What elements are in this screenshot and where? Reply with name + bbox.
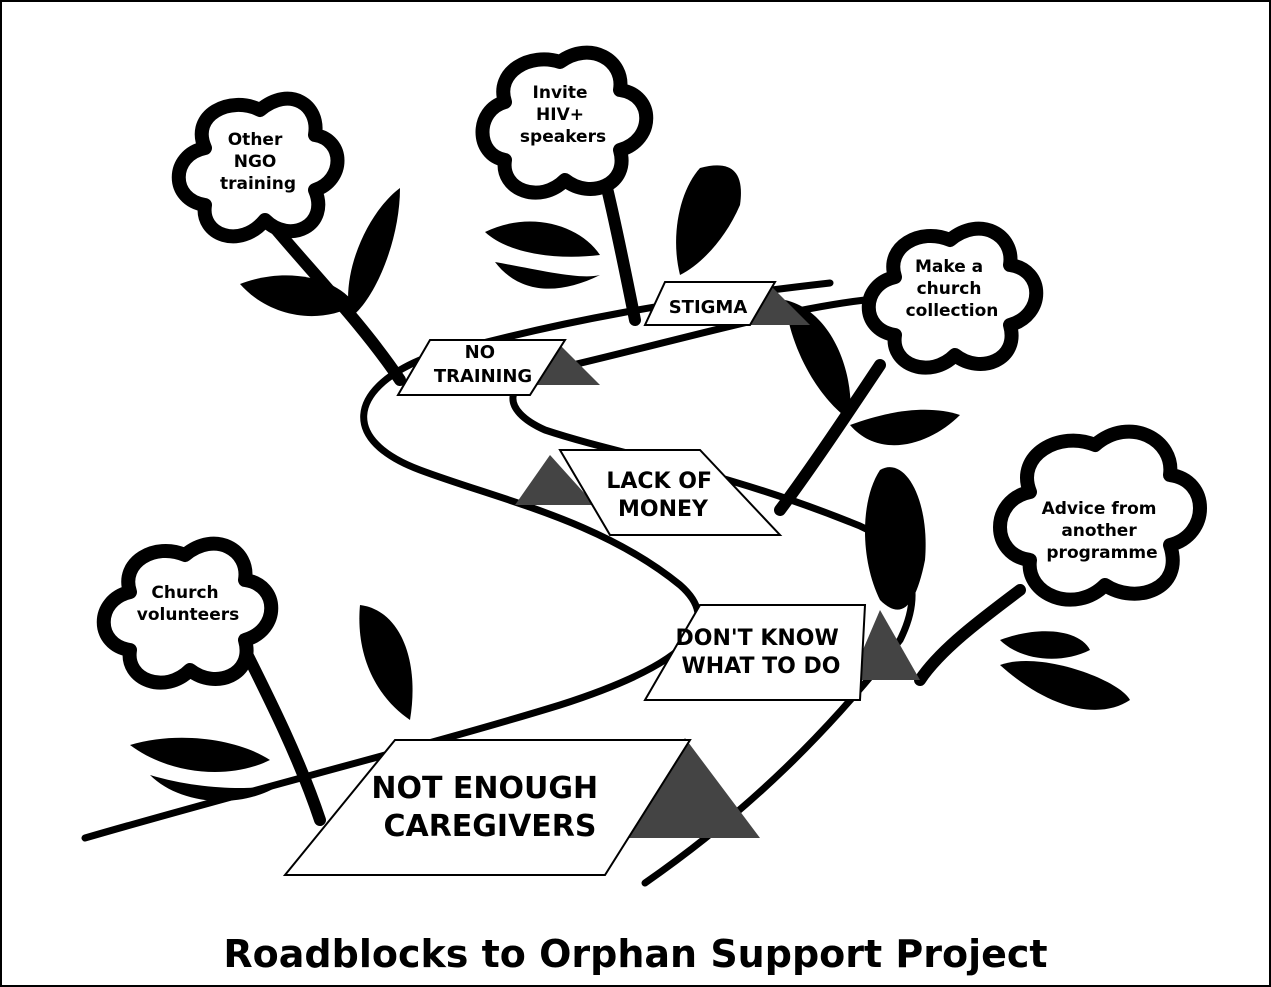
sign-shadow — [850, 610, 920, 680]
leaf — [850, 409, 960, 446]
flower-advice-programme — [993, 424, 1207, 607]
roadblock-labels: NO TRAINING STIGMA LACK OF MONEY DON'T K… — [371, 297, 847, 844]
leaves — [130, 165, 1130, 802]
diagram-title: Roadblocks to Orphan Support Project — [223, 932, 1048, 976]
solution-label-other-ngo: Other NGO training — [220, 130, 296, 194]
solution-label-advice-programme: Advice from another programme — [1042, 499, 1163, 563]
flower-other-ngo — [171, 91, 345, 244]
sign-plate — [282, 739, 692, 876]
leaf — [348, 188, 400, 318]
roadblock-label-lack-of-money: LACK OF MONEY — [606, 469, 719, 522]
leaf — [676, 165, 741, 275]
roadblock-label-not-enough-caregivers: NOT ENOUGH CAREGIVERS — [371, 771, 608, 844]
stem — [239, 644, 326, 826]
leaf — [785, 300, 851, 420]
stem — [774, 359, 886, 516]
flower-invite-hiv — [475, 45, 654, 200]
roadblocks-diagram: NO TRAINING STIGMA LACK OF MONEY DON'T K… — [81, 45, 1207, 887]
flowers — [96, 45, 1207, 690]
sign-shadow — [515, 455, 595, 505]
sign-plate — [558, 449, 783, 536]
leaf — [130, 737, 280, 802]
leaf — [485, 221, 600, 289]
sign-plate — [643, 604, 867, 701]
leaf — [865, 467, 926, 610]
leaf — [359, 605, 413, 720]
roadblock-label-dont-know: DON'T KNOW WHAT TO DO — [676, 626, 847, 679]
roadblock-label-stigma: STIGMA — [669, 297, 748, 318]
sign-plate — [643, 281, 777, 326]
stem — [914, 584, 1026, 686]
stem — [599, 174, 641, 326]
leaf — [1000, 631, 1090, 659]
solution-label-church-collection: Make a church collection — [906, 257, 999, 321]
sign-plate — [396, 339, 567, 396]
sign-shadow — [740, 285, 810, 325]
flower-church-volunteers — [96, 536, 279, 690]
solution-label-invite-hiv: Invite HIV+ speakers — [520, 83, 606, 147]
sign-shadow — [615, 738, 760, 838]
solution-labels: Other NGO training Invite HIV+ speakers … — [137, 83, 1163, 625]
roadblock-label-no-training: NO TRAINING — [434, 342, 532, 387]
roadblock-signs — [282, 281, 920, 876]
flower-church-collection — [861, 221, 1044, 375]
solution-label-church-volunteers: Church volunteers — [137, 583, 239, 625]
leaf — [1000, 660, 1130, 710]
